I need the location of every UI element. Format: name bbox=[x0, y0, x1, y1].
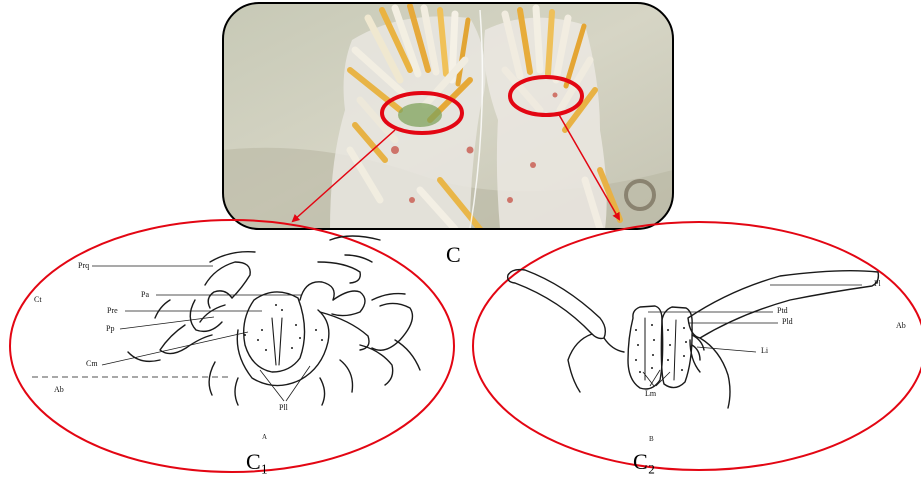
label-pll: Pll bbox=[279, 404, 288, 412]
label-ab: Ab bbox=[54, 386, 64, 394]
panel-c2-drawing bbox=[508, 270, 879, 408]
label-pp: Pp bbox=[106, 325, 114, 333]
panel-c1-leaders bbox=[32, 266, 310, 401]
caption-c2: C₂ bbox=[633, 451, 655, 473]
label-pa: Pa bbox=[141, 291, 149, 299]
label-pre: Pre bbox=[107, 307, 118, 315]
label-pld: Pld bbox=[782, 318, 793, 326]
label-prq: Prq bbox=[78, 262, 89, 270]
panel-c1-outline bbox=[10, 220, 454, 472]
label-ptd: Ptd bbox=[777, 307, 788, 315]
sublabel-b: B bbox=[649, 436, 654, 443]
label-ct: Ct bbox=[34, 296, 42, 304]
panel-c2-outline bbox=[473, 222, 921, 470]
label-ab-right: Ab bbox=[896, 322, 906, 330]
panel-c1-drawing bbox=[128, 236, 420, 405]
caption-c1: C₁ bbox=[246, 451, 268, 473]
photo-label: C bbox=[446, 244, 461, 266]
sublabel-a: A bbox=[262, 434, 267, 441]
label-cm: Cm bbox=[86, 360, 98, 368]
label-pl: Pl bbox=[874, 280, 881, 288]
label-li: Li bbox=[761, 347, 768, 355]
label-lm: Lm bbox=[645, 390, 656, 398]
